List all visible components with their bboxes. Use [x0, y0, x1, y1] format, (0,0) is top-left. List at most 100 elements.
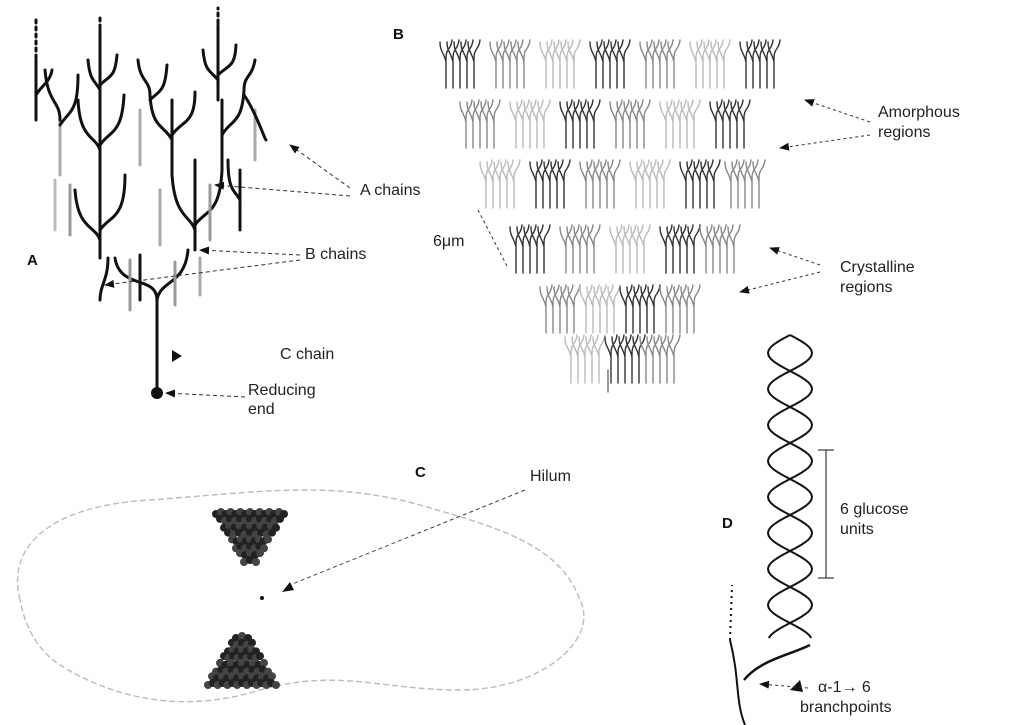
label-branch-2: branchpoints: [800, 698, 892, 718]
size-bar: [478, 210, 508, 268]
tree-branch: [88, 60, 100, 90]
granule-dot: [268, 529, 276, 537]
tree-branch: [218, 45, 236, 75]
branch-cluster: [740, 40, 780, 88]
tree-branch: [172, 92, 195, 135]
label-crystalline-2: regions: [840, 278, 892, 298]
hilum-arrowhead: [282, 582, 294, 592]
tree-branch: [172, 175, 195, 230]
tree-branch: [100, 55, 117, 85]
branch-cluster: [610, 225, 650, 273]
tree-branch: [228, 160, 240, 200]
branch-cluster: [560, 100, 600, 148]
panel-label-b: B: [393, 26, 404, 43]
reducing-end-dot: [151, 387, 163, 399]
amylopectin-branching-diagram: [36, 8, 266, 399]
tree-branch: [78, 100, 100, 150]
tree-branch: [100, 258, 108, 300]
tree-branch: [100, 175, 125, 230]
label-hilum: Hilum: [530, 467, 571, 487]
granule-dot: [268, 672, 276, 680]
label-amorphous-1: Amorphous: [878, 103, 960, 123]
branch-cluster: [605, 335, 645, 383]
leader-amorphous-2: [780, 135, 870, 148]
granule-dot: [252, 558, 260, 566]
c-chain-pointer: [172, 350, 182, 362]
leader-reducing-end: [166, 393, 245, 397]
label-glucose-1: 6 glucose: [840, 500, 909, 520]
leader-crystalline-2: [740, 272, 820, 292]
branch-chain-lower: [730, 640, 745, 725]
granule-dot: [276, 515, 284, 523]
label-b-chains: B chains: [305, 245, 366, 265]
crystalline-cluster-upper: [212, 508, 288, 566]
label-size: 6μm: [433, 232, 464, 252]
branch-cluster: [580, 285, 620, 333]
granule-dot: [256, 652, 264, 660]
branch-cluster: [680, 160, 720, 208]
branch-link: [744, 645, 810, 680]
panel-label-c: C: [415, 464, 426, 481]
tree-branch: [45, 70, 60, 120]
branch-cluster: [660, 285, 700, 333]
branch-cluster: [460, 100, 500, 148]
branch-cluster: [640, 40, 680, 88]
branch-cluster: [700, 225, 740, 273]
branch-chain-dotted: [730, 585, 732, 640]
tree-branch: [222, 90, 244, 135]
branch-cluster: [660, 225, 700, 273]
tree-branch: [150, 65, 167, 100]
branch-cluster: [565, 335, 605, 383]
panel-label-d: D: [722, 515, 733, 532]
label-glucose-2: units: [840, 520, 874, 540]
branch-cluster: [510, 100, 550, 148]
label-c-chain: C chain: [280, 345, 334, 365]
label-amorphous-2: regions: [878, 123, 930, 143]
branch-cluster: [610, 100, 650, 148]
branch-cluster: [710, 100, 750, 148]
branch-cluster: [620, 285, 660, 333]
label-reducing-end-2: end: [248, 400, 275, 420]
label-crystalline-1: Crystalline: [840, 258, 915, 278]
branch-cluster: [640, 335, 680, 383]
tree-branch: [60, 75, 78, 125]
tree-branch: [150, 95, 172, 140]
branch-cluster: [530, 160, 570, 208]
branch-cluster: [480, 160, 520, 208]
label-reducing-end-1: Reducing: [248, 381, 316, 401]
leader-hilum: [290, 490, 525, 585]
granule-dot: [272, 681, 280, 689]
leader-a-chains-1: [290, 145, 350, 188]
branch-cluster: [510, 225, 550, 273]
branch-cluster: [690, 40, 730, 88]
hilum-point: [260, 596, 264, 600]
tree-branch: [244, 60, 255, 90]
leader-amorphous-1: [805, 100, 870, 122]
tree-branch: [75, 190, 100, 240]
branch-cluster: [560, 225, 600, 273]
tree-branch: [138, 60, 150, 95]
tree-branch: [100, 95, 124, 145]
branchpoint-pointer: [790, 680, 803, 692]
branch-cluster: [540, 285, 580, 333]
granule-outline-diagram: [18, 490, 584, 702]
branch-cluster: [590, 40, 630, 88]
branch-cluster: [660, 100, 700, 148]
granule-dot: [256, 549, 264, 557]
branch-cluster: [540, 40, 580, 88]
double-helix-diagram: [730, 335, 834, 725]
panel-label-a: A: [27, 252, 38, 269]
branch-cluster: [580, 160, 620, 208]
granule-dot: [264, 535, 272, 543]
crystalline-cluster-lower: [204, 632, 280, 689]
granule-layers-diagram: [440, 40, 780, 392]
leader-b-chains-1: [200, 250, 300, 255]
tree-branch: [203, 50, 218, 80]
granule-dot: [260, 659, 268, 667]
tree-branch: [157, 250, 188, 300]
branch-cluster: [725, 160, 765, 208]
label-a-chains: A chains: [360, 181, 420, 201]
branch-cluster: [630, 160, 670, 208]
granule-outline: [18, 490, 584, 702]
